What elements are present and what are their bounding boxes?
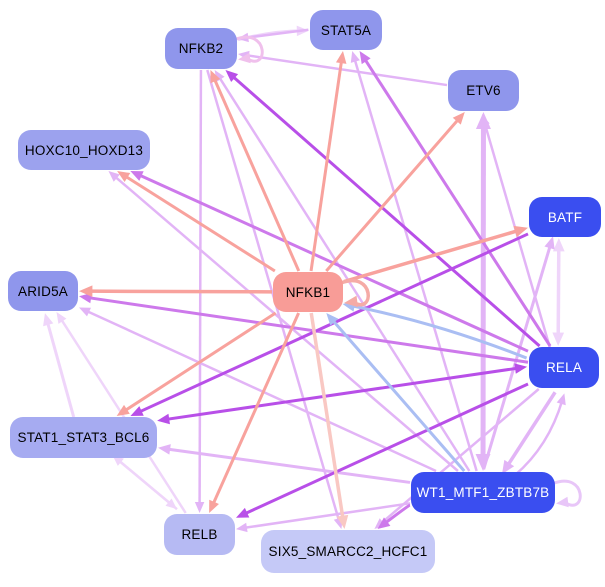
edge-NFKB1-ARID5A (79, 285, 273, 298)
arrowhead (130, 171, 144, 181)
arrowhead (556, 393, 566, 406)
edge-NFKB1-HOXC10_HOXD13 (117, 171, 276, 273)
edge-STAT1_STAT3_BCL6-ARID5A (43, 313, 76, 418)
arrowhead (501, 459, 515, 475)
arrowhead (157, 413, 170, 425)
arrowhead (117, 171, 131, 183)
arrowhead (210, 70, 221, 84)
node-ETV6[interactable]: ETV6 (448, 70, 519, 111)
arrowhead (130, 406, 144, 416)
arrowhead (79, 307, 91, 317)
arrowhead (158, 444, 171, 455)
node-ARID5A[interactable]: ARID5A (8, 271, 78, 311)
edge-NFKB1-STAT5A (309, 51, 347, 272)
arrowhead (552, 332, 565, 346)
edge-WT1_MTF1_ZBTB7B-NFKB1 (326, 313, 466, 472)
arrowhead (56, 312, 67, 324)
arrowhead (552, 237, 565, 252)
node-WT1_MTF1_ZBTB7B[interactable]: WT1_MTF1_ZBTB7B (411, 472, 555, 513)
self-loop-WT1_MTF1_ZBTB7B (552, 479, 582, 508)
arrowhead (475, 112, 491, 130)
arrowhead (344, 295, 358, 308)
edge-NFKB1-SIX5_SMARCC2_HCFC1 (309, 312, 349, 529)
self-loop-NFKB2 (234, 35, 264, 64)
arrowhead (225, 70, 239, 83)
arrowhead (544, 236, 555, 250)
arrowhead (43, 313, 54, 327)
edge-RELA-HOXC10_HOXD13 (130, 171, 529, 353)
arrowhead (336, 514, 349, 529)
node-SIX5_SMARCC2_HCFC1[interactable]: SIX5_SMARCC2_HCFC1 (261, 530, 435, 573)
edge-WT1_MTF1_ZBTB7B-NFKB2 (214, 70, 471, 472)
arrowhead (452, 112, 465, 125)
arrowhead (79, 292, 92, 304)
node-RELB[interactable]: RELB (164, 514, 235, 555)
edge-WT1_MTF1_ZBTB7B-STAT1_STAT3_BCL6 (158, 444, 411, 484)
node-BATF[interactable]: BATF (529, 197, 601, 237)
edge-WT1_MTF1_ZBTB7B-RELB (236, 502, 411, 533)
arrowhead (79, 285, 93, 298)
arrowhead (165, 498, 177, 510)
arrowhead (556, 496, 569, 508)
edge-RELA-NFKB2 (225, 70, 541, 348)
edge-NFKB1-NFKB2 (210, 70, 301, 272)
edge-RELA-WT1_MTF1_ZBTB7B (501, 391, 557, 475)
arrowhead (194, 501, 205, 513)
edge-NFKB1-BATF (343, 225, 528, 284)
edge-RELA-ARID5A (79, 292, 529, 364)
edge-WT1_MTF1_ZBTB7B-RELA (513, 393, 566, 477)
node-HOXC10_HOXD13[interactable]: HOXC10_HOXD13 (18, 130, 150, 170)
arrowhead (326, 313, 339, 326)
edge-NFKB1-RELB (209, 312, 300, 513)
arrowhead (514, 363, 528, 374)
arrowhead (116, 404, 130, 416)
edge-WT1_MTF1_ZBTB7B-HOXC10_HOXD13 (108, 171, 459, 472)
edge-WT1_MTF1_ZBTB7B-ARID5A (79, 307, 437, 473)
arrowhead (236, 507, 250, 518)
arrowhead (350, 51, 360, 63)
node-RELA[interactable]: RELA (529, 347, 599, 388)
self-loop-NFKB1 (340, 279, 370, 308)
node-STAT1_STAT3_BCL6[interactable]: STAT1_STAT3_BCL6 (10, 417, 157, 458)
edge-BATF-RELA (552, 237, 565, 346)
arrowhead (238, 52, 251, 64)
node-NFKB1[interactable]: NFKB1 (273, 272, 343, 312)
arrowhead (359, 51, 371, 65)
edge-NFKB1-STAT1_STAT3_BCL6 (116, 311, 277, 416)
edge-RELA-STAT1_STAT3_BCL6 (157, 363, 528, 425)
node-NFKB2[interactable]: NFKB2 (165, 28, 237, 69)
edge-RELA-STAT5A (359, 51, 552, 347)
arrowhead (108, 171, 120, 182)
arrowhead (335, 51, 347, 64)
arrowhead (209, 499, 219, 513)
edge-RELA-RELB (236, 382, 529, 518)
arrowhead (377, 517, 391, 529)
edge-NFKB1-ETV6 (325, 112, 465, 272)
edge-NFKB2-RELB (194, 69, 205, 513)
arrowhead (513, 225, 528, 238)
edge-BATF-STAT1_STAT3_BCL6 (130, 232, 529, 416)
arrowhead (236, 522, 248, 533)
edge-WT1_MTF1_ZBTB7B-SIX5_SMARCC2_HCFC1 (377, 503, 411, 529)
node-STAT5A[interactable]: STAT5A (310, 10, 382, 50)
edge-STAT1_STAT3_BCL6-RELB (111, 454, 177, 510)
